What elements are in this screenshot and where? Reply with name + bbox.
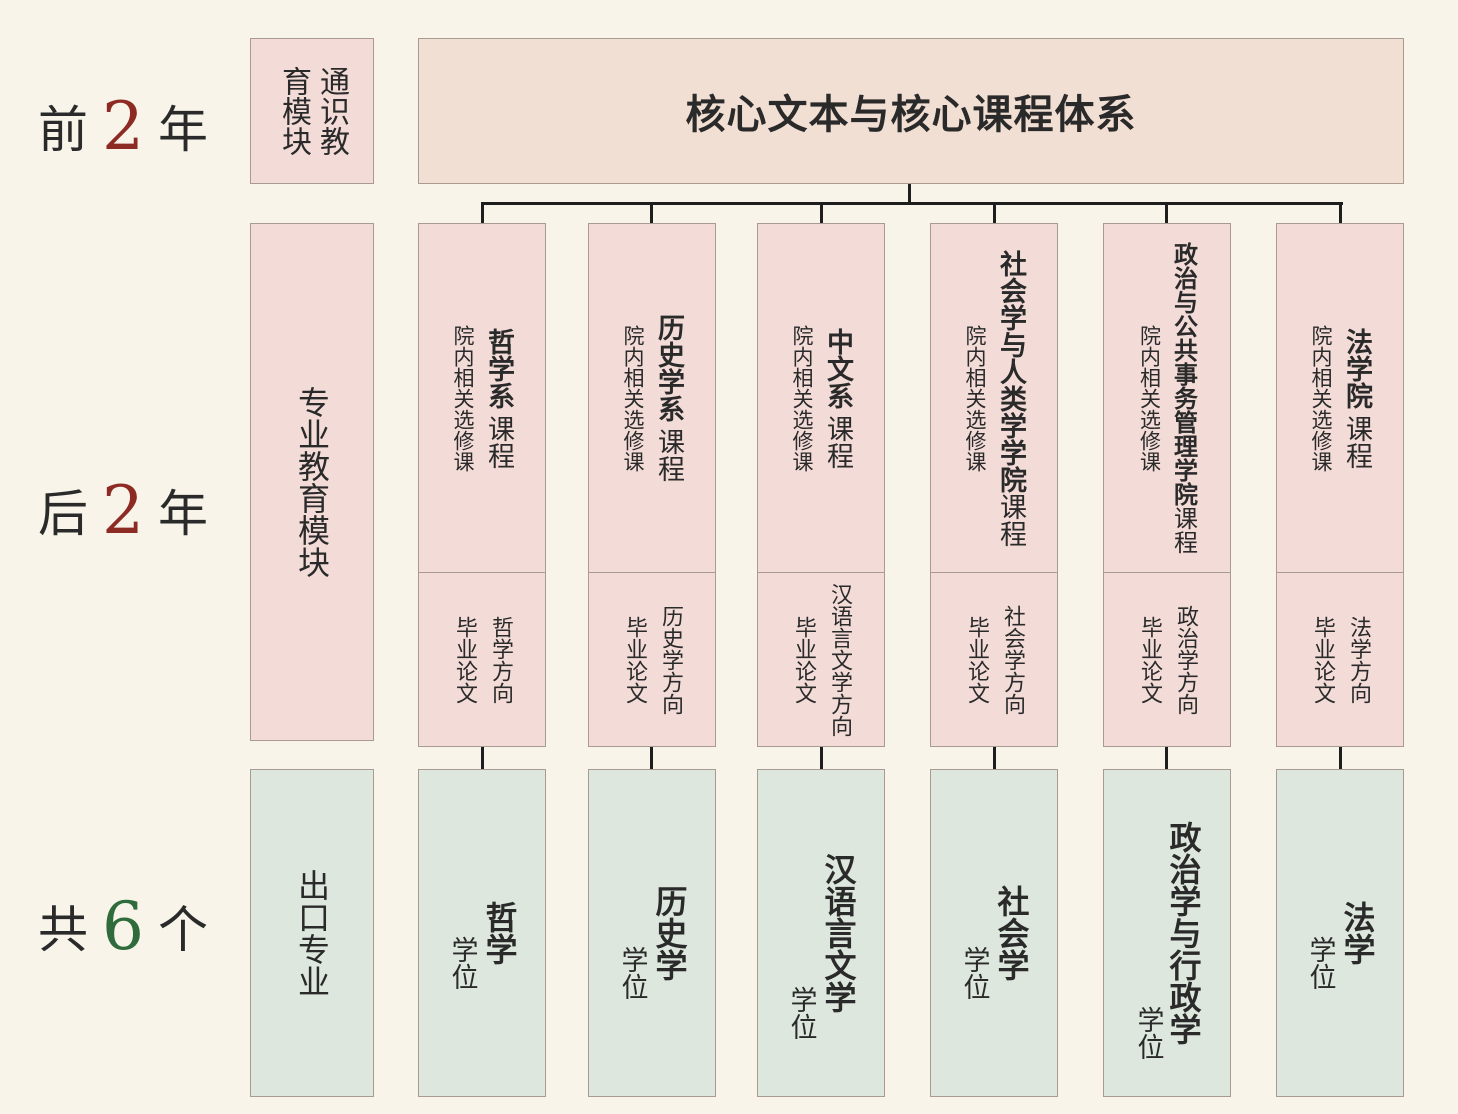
thesis-label: 毕业论文 bbox=[452, 615, 477, 704]
row-label-prefix: 前 bbox=[38, 101, 88, 159]
degree-name: 汉语言文学 bbox=[819, 853, 858, 1013]
course-dept-name: 政治与公共事务管理学院 bbox=[1169, 242, 1199, 506]
course-suffix: 课程 bbox=[822, 414, 853, 469]
course-dept-name: 中文系 bbox=[822, 327, 853, 409]
course-box-chinese: 中文系 课程 院内相关选修课 bbox=[757, 223, 885, 573]
course-suffix: 课程 bbox=[1341, 414, 1372, 469]
degree-suffix: 学位 bbox=[616, 946, 648, 1000]
elective-courses-label: 院内相关选修课 bbox=[963, 324, 987, 472]
course-box-sociology: 社会学与人类学学院 课程 院内相关选修课 bbox=[930, 223, 1058, 573]
thesis-box-philosophy: 哲学方向 毕业论文 bbox=[418, 572, 546, 747]
degree-box-sociology: 社会学 学位 bbox=[930, 769, 1058, 1097]
degree-suffix: 学位 bbox=[446, 936, 478, 990]
connector-branch bbox=[650, 202, 653, 223]
degree-suffix: 学位 bbox=[1304, 936, 1336, 990]
elective-courses-label: 院内相关选修课 bbox=[790, 324, 814, 472]
row-label-total-6: 共 6 个 bbox=[38, 887, 208, 965]
course-box-philosophy: 哲学系 课程 院内相关选修课 bbox=[418, 223, 546, 573]
degree-suffix: 学位 bbox=[785, 986, 817, 1040]
degree-name: 历史学 bbox=[650, 885, 689, 981]
course-suffix: 课程 bbox=[653, 428, 684, 482]
major-education-module: 专业教育模块 bbox=[250, 223, 374, 741]
degree-name: 政治学与行政学 bbox=[1164, 821, 1203, 1045]
row-label-prefix: 共 bbox=[38, 901, 88, 959]
major-module-text: 专业教育模块 bbox=[293, 386, 331, 578]
degree-suffix: 学位 bbox=[958, 946, 990, 1000]
exit-major-text: 出口专业 bbox=[293, 869, 331, 997]
row-label-suffix: 个 bbox=[158, 901, 208, 959]
connector-to-degree bbox=[650, 746, 653, 769]
direction-label: 政治学方向 bbox=[1173, 604, 1198, 715]
thesis-label: 毕业论文 bbox=[791, 615, 816, 704]
elective-courses-label: 院内相关选修课 bbox=[1137, 324, 1162, 472]
degree-name: 哲学 bbox=[480, 901, 519, 965]
connector-branch bbox=[481, 202, 484, 223]
degree-box-chinese: 汉语言文学 学位 bbox=[757, 769, 885, 1097]
row-label-first-2-years: 前 2 年 bbox=[38, 87, 208, 165]
thesis-box-chinese: 汉语言文学方向 毕业论文 bbox=[757, 572, 885, 747]
thesis-box-history: 历史学方向 毕业论文 bbox=[588, 572, 716, 747]
direction-label: 社会学方向 bbox=[1000, 604, 1025, 715]
degree-box-politics: 政治学与行政学 学位 bbox=[1103, 769, 1231, 1097]
row-label-suffix: 年 bbox=[158, 101, 208, 159]
core-curriculum-box: 核心文本与核心课程体系 bbox=[418, 38, 1404, 184]
connector-to-degree bbox=[481, 746, 484, 769]
connector-branch bbox=[1339, 202, 1342, 223]
course-dept-name: 哲学系 bbox=[483, 327, 514, 409]
direction-label: 汉语言文学方向 bbox=[827, 582, 852, 737]
course-box-history: 历史学系 课程 院内相关选修课 bbox=[588, 223, 716, 573]
row-label-number: 2 bbox=[102, 87, 144, 165]
row-label-last-2-years: 后 2 年 bbox=[38, 471, 208, 549]
row-label-number: 2 bbox=[102, 471, 144, 549]
thesis-label: 毕业论文 bbox=[622, 615, 647, 704]
degree-suffix: 学位 bbox=[1132, 1006, 1164, 1060]
row-label-number: 6 bbox=[102, 887, 144, 965]
connector-trunk bbox=[908, 184, 911, 204]
course-dept-name: 社会学与人类学学院 bbox=[995, 249, 1026, 493]
thesis-label: 毕业论文 bbox=[1310, 615, 1335, 704]
elective-courses-label: 院内相关选修课 bbox=[451, 324, 475, 472]
thesis-label: 毕业论文 bbox=[1137, 615, 1162, 704]
general-module-text-col2: 育模块 bbox=[276, 66, 311, 156]
core-curriculum-title: 核心文本与核心课程体系 bbox=[685, 91, 1137, 138]
connector-to-degree bbox=[1339, 746, 1342, 769]
connector-branch bbox=[993, 202, 996, 223]
elective-courses-label: 院内相关选修课 bbox=[1309, 324, 1333, 472]
thesis-box-politics: 政治学方向 毕业论文 bbox=[1103, 572, 1231, 747]
general-module-text-col1: 通识教 bbox=[314, 66, 349, 156]
general-education-module: 通识教 育模块 bbox=[250, 38, 374, 184]
connector-horizontal bbox=[481, 202, 1343, 205]
degree-name: 社会学 bbox=[992, 885, 1031, 981]
degree-box-history: 历史学 学位 bbox=[588, 769, 716, 1097]
direction-label: 历史学方向 bbox=[658, 604, 683, 715]
thesis-label: 毕业论文 bbox=[964, 615, 989, 704]
direction-label: 法学方向 bbox=[1346, 615, 1371, 704]
exit-major-module: 出口专业 bbox=[250, 769, 374, 1097]
direction-label: 哲学方向 bbox=[488, 615, 513, 704]
course-box-politics: 政治与公共事务管理学院 课程 院内相关选修课 bbox=[1103, 223, 1231, 573]
thesis-box-law: 法学方向 毕业论文 bbox=[1276, 572, 1404, 747]
elective-courses-label: 院内相关选修课 bbox=[621, 324, 645, 472]
degree-box-law: 法学 学位 bbox=[1276, 769, 1404, 1097]
degree-box-philosophy: 哲学 学位 bbox=[418, 769, 546, 1097]
connector-to-degree bbox=[1165, 746, 1168, 769]
course-suffix: 课程 bbox=[483, 414, 514, 469]
course-dept-name: 历史学系 bbox=[653, 314, 684, 422]
connector-branch bbox=[1165, 202, 1168, 223]
row-label-prefix: 后 bbox=[38, 485, 88, 543]
course-suffix: 课程 bbox=[995, 492, 1026, 547]
course-box-law: 法学院 课程 院内相关选修课 bbox=[1276, 223, 1404, 573]
row-label-suffix: 年 bbox=[158, 485, 208, 543]
course-dept-name: 法学院 bbox=[1341, 327, 1372, 409]
degree-name: 法学 bbox=[1338, 901, 1377, 965]
thesis-box-sociology: 社会学方向 毕业论文 bbox=[930, 572, 1058, 747]
connector-to-degree bbox=[820, 746, 823, 769]
connector-to-degree bbox=[993, 746, 996, 769]
course-suffix: 课程 bbox=[1169, 506, 1198, 554]
connector-branch bbox=[820, 202, 823, 223]
